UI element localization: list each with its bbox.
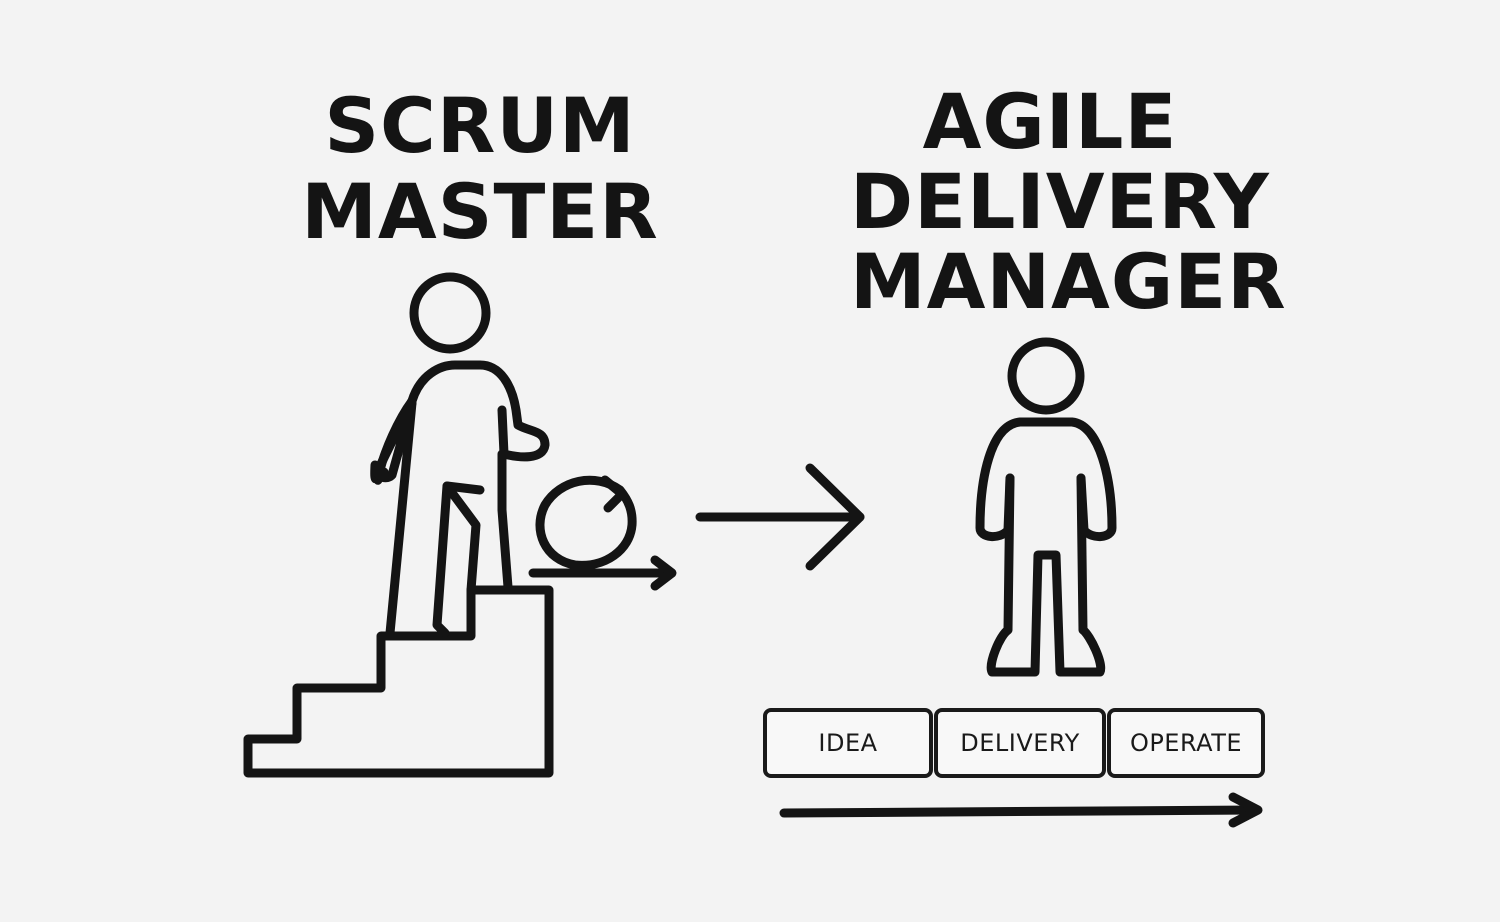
timeline-arrow-icon — [779, 792, 1263, 828]
title-line: MANAGER — [850, 237, 1287, 326]
stage-label: DELIVERY — [960, 729, 1080, 757]
title-line: SCRUM — [324, 81, 636, 170]
stage-operate: OPERATE — [1107, 708, 1265, 778]
scrum-master-title: SCRUM MASTER — [300, 88, 660, 260]
staircase-icon — [243, 585, 554, 778]
agile-delivery-manager-title: AGILE DELIVERY MANAGER — [850, 77, 1287, 326]
stage-label: OPERATE — [1129, 729, 1243, 757]
title-line: DELIVERY — [850, 157, 1270, 246]
title-line: MASTER — [301, 167, 659, 256]
sprint-cycle-icon — [528, 475, 677, 591]
arrow-right-icon — [695, 463, 865, 571]
standing-person-icon — [975, 337, 1117, 677]
climbing-person-icon — [370, 272, 550, 638]
title-line: AGILE — [922, 77, 1178, 166]
stage-label: IDEA — [818, 729, 878, 757]
stage-idea: IDEA — [763, 708, 933, 778]
stage-delivery: DELIVERY — [934, 708, 1106, 778]
